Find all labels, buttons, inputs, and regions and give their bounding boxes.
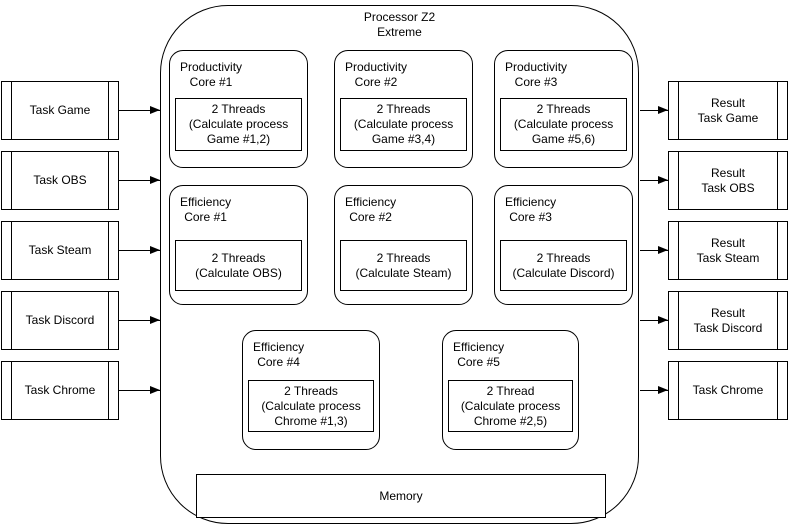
memory-label: Memory — [379, 488, 423, 503]
result-task-steam-node: Result Task Steam — [668, 221, 788, 280]
task-obs-node: Task OBS — [1, 151, 119, 210]
arrow-task-obs-to-processor — [119, 175, 160, 184]
arrow-task-discord-to-processor — [119, 315, 160, 324]
core-productivity-3: Productivity Core #3 2 Threads (Calculat… — [494, 50, 633, 168]
core-productivity-2-threads: 2 Threads (Calculate process Game #3,4) — [340, 98, 467, 151]
core-productivity-2-label: Productivity Core #2 — [345, 60, 408, 89]
task-obs-label: Task OBS — [33, 173, 87, 187]
result-task-steam-label: Result Task Steam — [696, 235, 760, 265]
result-task-chrome-node: Task Chrome — [668, 361, 788, 420]
core-efficiency-5: Efficiency Core #5 2 Thread (Calculate p… — [442, 330, 579, 450]
core-efficiency-1: Efficiency Core #1 2 Threads (Calculate … — [169, 185, 308, 305]
core-efficiency-4: Efficiency Core #4 2 Threads (Calculate … — [242, 330, 380, 450]
result-task-discord-label: Result Task Discord — [693, 305, 763, 335]
arrow-task-steam-to-processor — [119, 245, 160, 254]
task-discord-label: Task Discord — [25, 313, 95, 327]
core-productivity-3-threads: 2 Threads (Calculate process Game #5,6) — [500, 98, 627, 151]
processor-title: Processor Z2 Extreme — [363, 10, 436, 39]
result-task-discord-node: Result Task Discord — [668, 291, 788, 350]
core-productivity-1: Productivity Core #1 2 Threads (Calculat… — [169, 50, 308, 168]
core-efficiency-1-threads: 2 Threads (Calculate OBS) — [175, 240, 302, 291]
core-productivity-3-label: Productivity Core #3 — [505, 60, 568, 89]
result-task-game-label: Result Task Game — [697, 95, 759, 125]
task-steam-node: Task Steam — [1, 221, 119, 280]
arrow-processor-to-result-discord — [640, 315, 668, 324]
task-chrome-label: Task Chrome — [24, 383, 96, 397]
core-efficiency-1-label: Efficiency Core #1 — [180, 195, 232, 224]
arrow-processor-to-result-steam — [640, 245, 668, 254]
arrow-processor-to-result-chrome — [640, 385, 668, 394]
memory-node: Memory — [196, 474, 606, 518]
result-task-chrome-label: Task Chrome — [692, 383, 764, 397]
result-task-obs-label: Result Task OBS — [701, 165, 755, 195]
core-efficiency-4-threads: 2 Threads (Calculate process Chrome #1,3… — [248, 380, 374, 432]
core-efficiency-4-label: Efficiency Core #4 — [253, 340, 305, 369]
task-game-label: Task Game — [29, 103, 91, 117]
core-efficiency-2-label: Efficiency Core #2 — [345, 195, 397, 224]
core-efficiency-2-threads: 2 Threads (Calculate Steam) — [340, 240, 467, 291]
arrow-processor-to-result-game — [640, 105, 668, 114]
core-efficiency-5-threads: 2 Thread (Calculate process Chrome #2,5) — [448, 380, 573, 432]
core-efficiency-5-label: Efficiency Core #5 — [453, 340, 505, 369]
task-chrome-node: Task Chrome — [1, 361, 119, 420]
arrow-processor-to-result-obs — [640, 175, 668, 184]
core-efficiency-2: Efficiency Core #2 2 Threads (Calculate … — [334, 185, 473, 305]
task-discord-node: Task Discord — [1, 291, 119, 350]
core-efficiency-3-label: Efficiency Core #3 — [505, 195, 557, 224]
task-steam-label: Task Steam — [28, 243, 92, 257]
result-task-game-node: Result Task Game — [668, 81, 788, 140]
core-efficiency-3: Efficiency Core #3 2 Threads (Calculate … — [494, 185, 633, 305]
core-productivity-1-label: Productivity Core #1 — [180, 60, 243, 89]
arrow-task-chrome-to-processor — [119, 385, 160, 394]
result-task-obs-node: Result Task OBS — [668, 151, 788, 210]
arrow-task-game-to-processor — [119, 105, 160, 114]
core-efficiency-3-threads: 2 Threads (Calculate Discord) — [500, 240, 627, 291]
task-game-node: Task Game — [1, 81, 119, 140]
core-productivity-1-threads: 2 Threads (Calculate process Game #1,2) — [175, 98, 302, 151]
core-productivity-2: Productivity Core #2 2 Threads (Calculat… — [334, 50, 473, 168]
